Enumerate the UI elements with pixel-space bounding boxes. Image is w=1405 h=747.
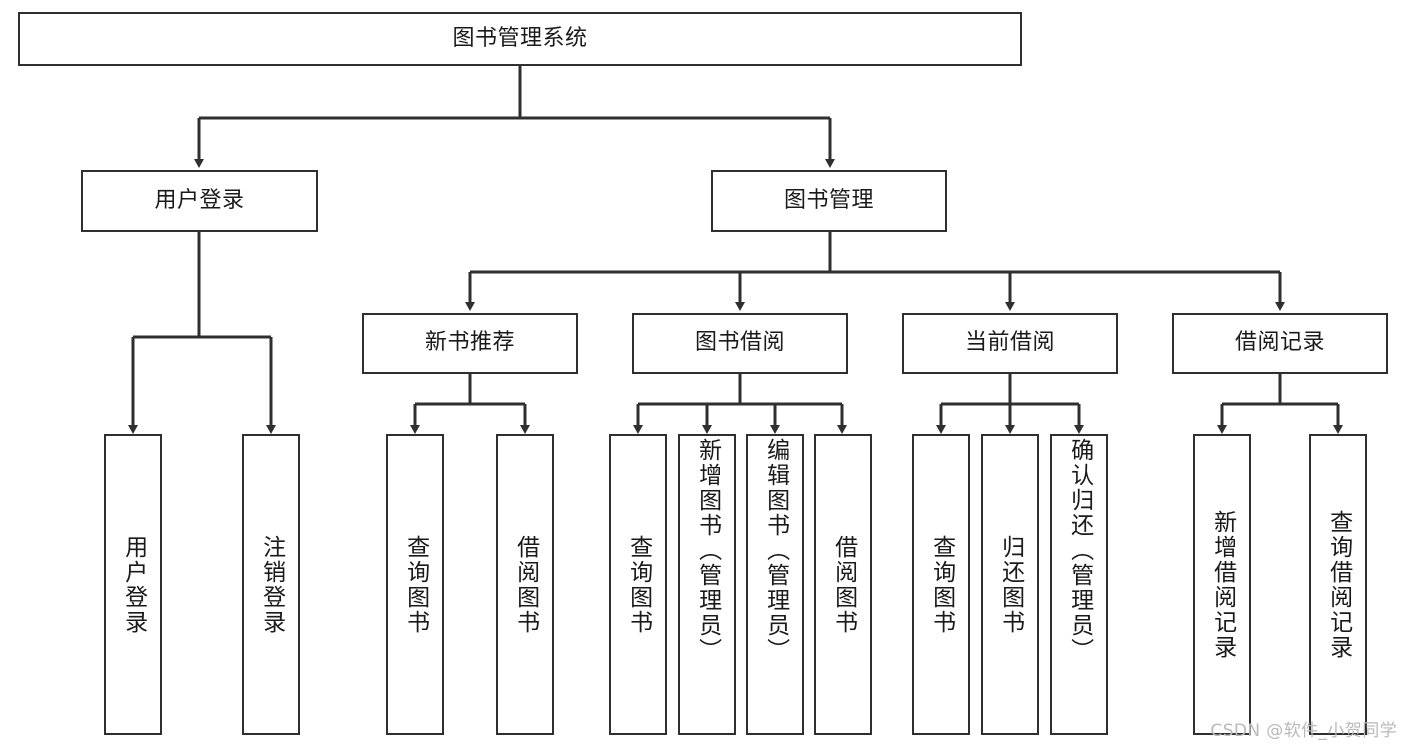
leaf-label: 查询图书	[928, 534, 955, 635]
leaf-user-login-logout[interactable]: 注销登录	[242, 434, 300, 735]
node-user-login-label: 用户登录	[154, 187, 245, 213]
node-borrow-record-label: 借阅记录	[1234, 330, 1325, 356]
node-current-borrow-label: 当前借阅	[964, 330, 1055, 356]
leaf-label: 注销登录	[258, 534, 285, 635]
leaf-label: 查询图书	[625, 534, 652, 635]
leaf-current-borrow-query[interactable]: 查询图书	[912, 434, 970, 735]
node-new-book-recommend[interactable]: 新书推荐	[362, 313, 578, 374]
leaf-book-borrow-add[interactable]: 新增图书（管理员）	[678, 434, 736, 735]
leaf-borrow-record-add[interactable]: 新增借阅记录	[1193, 434, 1251, 735]
leaf-label: 查询图书	[402, 534, 429, 635]
node-book-borrow[interactable]: 图书借阅	[632, 313, 848, 374]
leaf-label: 用户登录	[120, 534, 147, 635]
node-root-label: 图书管理系统	[452, 25, 588, 51]
leaf-borrow-record-query[interactable]: 查询借阅记录	[1309, 434, 1367, 735]
leaf-book-borrow-query[interactable]: 查询图书	[609, 434, 667, 735]
watermark: CSDN @软件_小贺同学	[1210, 721, 1397, 741]
leaf-label: 查询借阅记录	[1325, 509, 1352, 660]
node-book-management[interactable]: 图书管理	[711, 170, 947, 232]
leaf-label: 借阅图书	[830, 534, 857, 635]
leaf-label: 归还图书	[997, 534, 1024, 635]
leaf-label: 确认归还（管理员）	[1066, 438, 1093, 663]
node-root[interactable]: 图书管理系统	[18, 12, 1022, 66]
node-current-borrow[interactable]: 当前借阅	[902, 313, 1118, 374]
node-book-management-label: 图书管理	[783, 187, 874, 213]
leaf-new-book-query[interactable]: 查询图书	[386, 434, 444, 735]
node-user-login[interactable]: 用户登录	[81, 170, 318, 232]
leaf-current-borrow-confirm[interactable]: 确认归还（管理员）	[1050, 434, 1108, 735]
leaf-label: 新增借阅记录	[1209, 509, 1236, 660]
node-new-book-recommend-label: 新书推荐	[424, 330, 515, 356]
leaf-user-login-login[interactable]: 用户登录	[104, 434, 162, 735]
leaf-label: 编辑图书（管理员）	[762, 438, 789, 663]
leaf-label: 借阅图书	[512, 534, 539, 635]
leaf-current-borrow-return[interactable]: 归还图书	[981, 434, 1039, 735]
leaf-label: 新增图书（管理员）	[694, 438, 721, 663]
leaf-book-borrow-edit[interactable]: 编辑图书（管理员）	[746, 434, 804, 735]
leaf-book-borrow-borrow[interactable]: 借阅图书	[814, 434, 872, 735]
node-borrow-record[interactable]: 借阅记录	[1172, 313, 1388, 374]
leaf-new-book-borrow[interactable]: 借阅图书	[496, 434, 554, 735]
node-book-borrow-label: 图书借阅	[694, 330, 785, 356]
